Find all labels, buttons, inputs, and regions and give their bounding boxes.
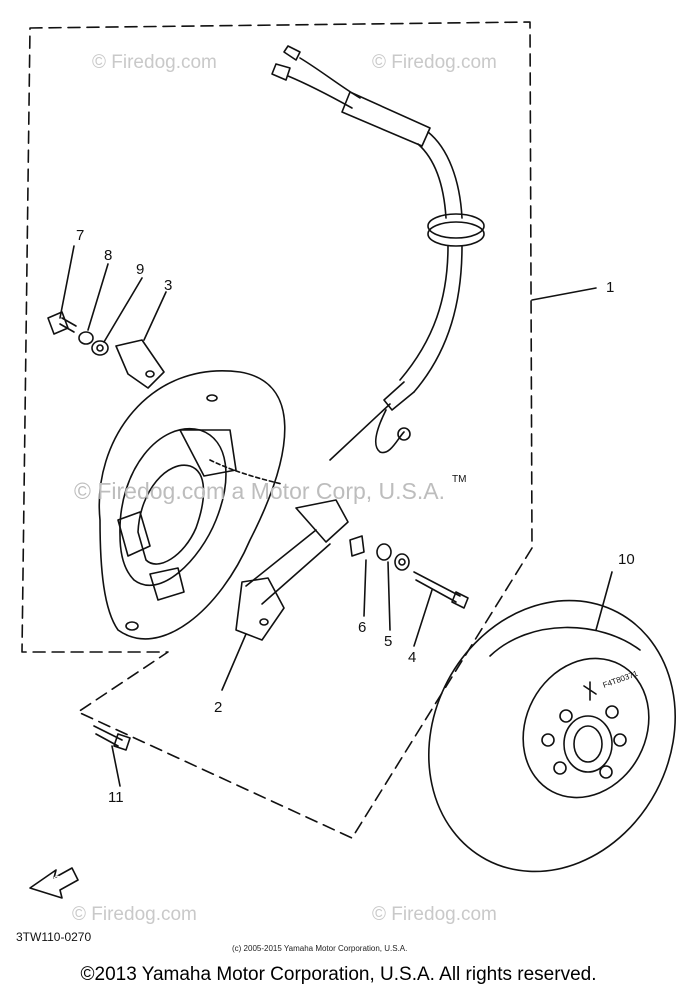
rotor-marking: F4T80371 (602, 669, 640, 690)
watermark-top-left: © Firedog.com (92, 52, 217, 73)
wire-harness (271, 45, 485, 461)
callout-3: 3 (164, 277, 173, 294)
bracket-part-3 (115, 339, 165, 389)
flywheel-rotor-part-10 (428, 599, 676, 873)
small-copyright: (c) 2005-2015 Yamaha Motor Corporation, … (232, 944, 408, 953)
leader-1 (531, 287, 597, 301)
screw-part-7 (47, 311, 77, 335)
callout-4: 4 (408, 649, 417, 666)
watermark-center: © Firedog.com a Motor Corp, U.S.A. (74, 478, 446, 504)
washer-part-8 (78, 331, 94, 345)
pickup-coil-part-2 (235, 499, 349, 641)
watermark-top-right: © Firedog.com (372, 52, 497, 73)
callout-5: 5 (384, 633, 393, 650)
fwd-arrow (29, 867, 79, 899)
callout-1: 1 (606, 279, 615, 296)
assembly-boundary (21, 21, 533, 839)
watermark-bottom-right: © Firedog.com (372, 904, 497, 925)
leader-lines (59, 245, 613, 787)
callout-7: 7 (76, 227, 85, 244)
tm-mark: TM (452, 474, 466, 485)
bolt-part-4 (413, 571, 469, 609)
callout-8: 8 (104, 247, 113, 264)
callout-10: 10 (618, 551, 635, 568)
stator-plate (98, 370, 286, 640)
callout-6: 6 (358, 619, 367, 636)
collar-part-6 (349, 535, 365, 557)
callout-9: 9 (136, 261, 145, 278)
footer-copyright: ©2013 Yamaha Motor Corporation, U.S.A. A… (80, 964, 597, 985)
washer-part-9 (91, 340, 109, 356)
washer-part-5 (376, 543, 392, 561)
watermark-bottom-left: © Firedog.com (72, 904, 197, 925)
callout-11: 11 (108, 789, 124, 806)
screw-part-11 (93, 725, 131, 751)
callout-2: 2 (214, 699, 223, 716)
diagram-code: 3TW110-0270 (16, 930, 92, 944)
